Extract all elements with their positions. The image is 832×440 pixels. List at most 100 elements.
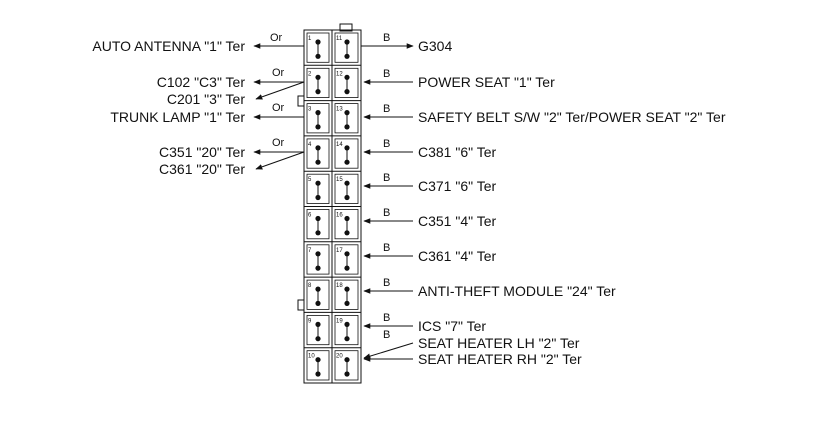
right-wires: B G304 B POWER SEAT "1" Ter B SAFETY BEL…	[361, 32, 726, 367]
pin-contact-dot	[315, 321, 321, 327]
wire-color-b-12: B	[383, 68, 390, 80]
pin-contact-dot	[315, 110, 321, 116]
wire-color-b-19: B	[383, 312, 390, 324]
wire-color-b-18: B	[383, 277, 390, 289]
pin-number-6: 6	[308, 213, 312, 219]
label-c361-4: C361 "4" Ter	[418, 248, 497, 264]
pin-cavity-20	[334, 350, 359, 381]
pin-contact-dot	[344, 89, 350, 95]
wire-color-b-15: B	[383, 172, 390, 184]
wire-c201	[255, 81, 305, 100]
pin-cavity-8	[306, 279, 330, 310]
label-power-seat-1: POWER SEAT "1" Ter	[418, 74, 555, 90]
pin-number-15: 15	[336, 177, 343, 183]
label-c361-20: C361 "20" Ter	[159, 161, 245, 177]
pin-cavity-18	[334, 279, 359, 310]
pin-cavity-9	[306, 314, 330, 346]
label-c201: C201 "3" Ter	[167, 91, 246, 107]
label-ics: ICS "7" Ter	[418, 318, 486, 334]
pin-cavity-5	[306, 173, 330, 204]
pin-number-10: 10	[308, 354, 315, 360]
left-wires: Or AUTO ANTENNA "1" Ter Or C102 "C3" Ter…	[92, 32, 305, 177]
pin-contact-dot	[344, 39, 350, 45]
wire-color-or-4: Or	[272, 137, 285, 149]
pin-contact-dot	[344, 286, 350, 292]
label-seat-heater-rh: SEAT HEATER RH "2" Ter	[418, 351, 582, 367]
pin-cavity-17	[334, 244, 359, 275]
pin-contact-dot	[344, 194, 350, 201]
pin-contact-dot	[315, 357, 321, 363]
pin-contact-dot	[315, 180, 321, 186]
wire-color-or-2: Or	[272, 67, 285, 79]
pin-contact-dot	[344, 145, 350, 151]
label-trunk-lamp: TRUNK LAMP "1" Ter	[110, 109, 245, 125]
connector-key-left	[297, 95, 305, 107]
pin-cavity-14	[334, 138, 359, 169]
label-anti-theft: ANTI-THEFT MODULE "24" Ter	[418, 283, 616, 299]
pin-cavity-19	[334, 314, 359, 346]
wire-color-b-20: B	[383, 329, 390, 341]
pin-contact-dot	[344, 159, 350, 165]
pin-number-17: 17	[336, 248, 343, 254]
pin-cavity-1	[306, 32, 330, 63]
wire-c361-20	[255, 151, 305, 170]
label-c371: C371 "6" Ter	[418, 178, 497, 194]
pin-contact-dot	[344, 300, 350, 306]
connector-key-right	[297, 299, 305, 311]
pin-contact-dot	[315, 215, 321, 222]
wire-color-b-14: B	[383, 138, 390, 150]
wire-color-or-3: Or	[272, 102, 285, 114]
label-c102: C102 "C3" Ter	[157, 74, 246, 90]
label-c381: C381 "6" Ter	[418, 144, 497, 160]
pin-contact-dot	[344, 265, 350, 271]
pin-contact-dot	[344, 124, 350, 130]
pin-contact-dot	[315, 53, 321, 59]
pin-cavity-16	[334, 209, 359, 240]
pin-contact-dot	[315, 265, 321, 271]
pin-contact-dot	[315, 286, 321, 292]
pin-contact-dot	[315, 230, 321, 236]
pin-contact-dot	[344, 215, 350, 222]
wire-color-b-16: B	[383, 207, 390, 219]
label-c351-4: C351 "4" Ter	[418, 213, 497, 229]
pin-number-4: 4	[308, 142, 312, 148]
pin-contact-dot	[344, 321, 350, 327]
pin-contact-dot	[315, 194, 321, 201]
pin-number-9: 9	[308, 318, 312, 324]
wire-color-b-11: B	[383, 32, 390, 44]
pin-number-13: 13	[336, 107, 343, 113]
connector-latch-top	[339, 23, 353, 32]
pin-number-11: 11	[336, 36, 343, 42]
pin-cavity-7	[306, 244, 330, 275]
pin-cavity-15	[334, 173, 359, 204]
wire-color-b-17: B	[383, 242, 390, 254]
pin-number-14: 14	[336, 142, 343, 148]
pin-contact-dot	[344, 53, 350, 59]
pin-cavity-6	[306, 209, 330, 240]
pin-cavity-11	[334, 32, 359, 63]
pin-cavity-3	[306, 103, 330, 134]
pin-contact-dot	[344, 336, 350, 342]
pin-contact-dot	[344, 74, 350, 80]
pin-contact-dot	[315, 371, 321, 377]
pin-number-18: 18	[336, 283, 343, 289]
pin-contact-dot	[315, 300, 321, 306]
pin-cavity-2	[306, 67, 330, 99]
pin-contact-dot	[344, 251, 350, 257]
wire-color-b-13: B	[383, 103, 390, 115]
pin-contact-dot	[344, 371, 350, 377]
pin-contact-dot	[344, 110, 350, 116]
label-safety-belt: SAFETY BELT S/W "2" Ter/POWER SEAT "2" T…	[418, 109, 726, 125]
label-seat-heater-lh: SEAT HEATER LH "2" Ter	[418, 335, 580, 351]
pin-cavity-10	[306, 350, 330, 381]
pin-number-2: 2	[308, 71, 312, 77]
pin-number-5: 5	[308, 177, 312, 183]
pin-contact-dot	[315, 251, 321, 257]
pin-contact-dot	[315, 74, 321, 80]
pin-contact-dot	[344, 230, 350, 236]
pin-number-20: 20	[336, 354, 343, 360]
pin-cavity-4	[306, 138, 330, 169]
pin-contact-dot	[315, 39, 321, 45]
